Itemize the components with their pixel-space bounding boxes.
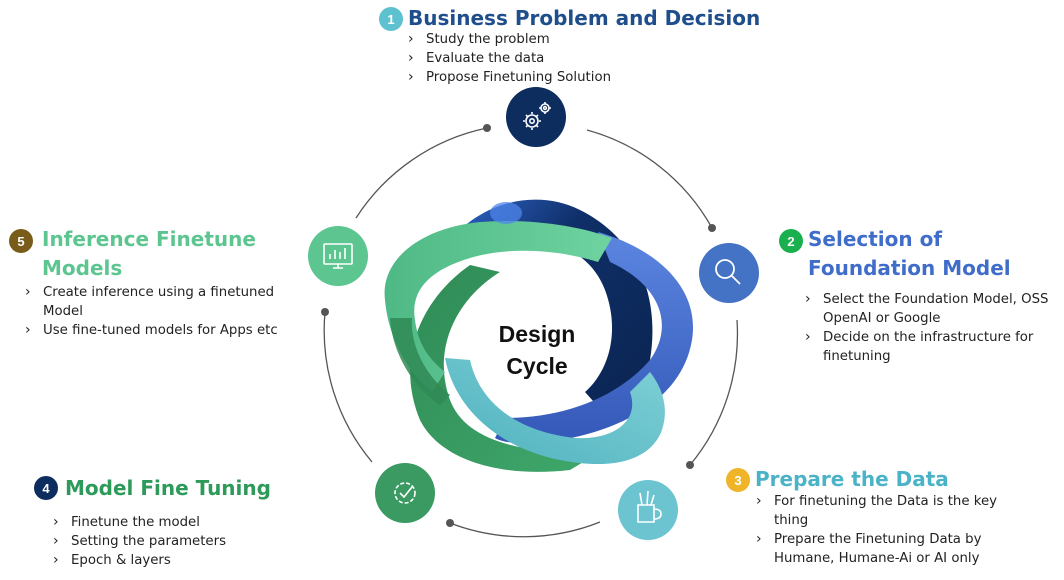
stage-5-badge: 5	[9, 229, 33, 253]
stage-5-title-line-1: Inference Finetune	[42, 227, 256, 251]
stage-1-bullet-3: Propose Finetuning Solution	[408, 68, 668, 87]
stage-1-bullets: Study the problem Evaluate the data Prop…	[408, 30, 668, 87]
stage-4-title: Model Fine Tuning	[65, 474, 271, 503]
center-line-2: Cycle	[506, 353, 568, 379]
stage-2-bullet-2: Decide on the infrastructure for finetun…	[805, 328, 1053, 366]
stage-icon-1	[506, 87, 566, 147]
stage-4-title-line-1: Model Fine Tuning	[65, 476, 271, 500]
stage-icon-3	[618, 480, 678, 540]
center-line-1: Design	[498, 321, 576, 347]
stage-3-title-line-1: Prepare the Data	[755, 467, 949, 491]
stage-4-bullet-2: Setting the parameters	[53, 532, 313, 551]
connector-dots	[321, 124, 716, 527]
stage-1-bullet-1: Study the problem	[408, 30, 668, 49]
stage-3-badge: 3	[726, 468, 750, 492]
stage-4-bullets: Finetune the model Setting the parameter…	[53, 513, 313, 570]
stage-2-bullets: Select the Foundation Model, OSS OpenAI …	[805, 290, 1053, 366]
stage-icon-4	[375, 463, 435, 523]
ribbon-mint	[384, 220, 612, 392]
stage-icon-5	[308, 226, 368, 286]
stage-1-badge: 1	[379, 7, 403, 31]
stage-5-bullet-1: Create inference using a finetuned Model	[25, 283, 295, 321]
stage-3-bullets: For finetuning the Data is the key thing…	[756, 492, 1006, 568]
ribbon-green-lower	[410, 265, 600, 472]
connector-5-1	[355, 127, 488, 219]
ribbon-highlight	[490, 202, 522, 224]
ribbon-green-inner	[390, 318, 450, 405]
stage-3-bullet-1: For finetuning the Data is the key thing	[756, 492, 1006, 530]
stage-2-badge: 2	[779, 229, 803, 253]
cycle-connectors	[323, 127, 739, 538]
stage-2-title: Selection of Foundation Model	[808, 225, 1011, 283]
stage-2-bullet-1: Select the Foundation Model, OSS OpenAI …	[805, 290, 1053, 328]
cycle-ribbons	[384, 199, 694, 472]
stage-4-badge: 4	[34, 476, 58, 500]
stage-5-title: Inference Finetune Models	[42, 225, 256, 283]
connector-3-4	[449, 521, 601, 538]
stage-5-title-line-2: Models	[42, 256, 123, 280]
stage-1-title: Business Problem and Decision	[408, 4, 760, 33]
stage-4-bullet-3: Epoch & layers	[53, 551, 313, 570]
ribbon-navy	[458, 199, 653, 420]
stage-3-title: Prepare the Data	[755, 465, 949, 494]
stage-5-bullets: Create inference using a finetuned Model…	[25, 283, 295, 340]
connector-4-5	[323, 311, 373, 463]
center-title: Design Cycle	[472, 318, 602, 382]
connector-2-3	[689, 319, 739, 466]
stage-icon-2	[699, 243, 759, 303]
connector-1-2	[586, 129, 713, 229]
ribbon-teal	[445, 358, 665, 465]
stage-4-bullet-1: Finetune the model	[53, 513, 313, 532]
stage-1-bullet-2: Evaluate the data	[408, 49, 668, 68]
stage-5-bullet-2: Use fine-tuned models for Apps etc	[25, 321, 295, 340]
stage-2-title-line-1: Selection of	[808, 227, 943, 251]
stage-3-bullet-2: Prepare the Finetuning Data by Humane, H…	[756, 530, 1006, 568]
stage-1-title-line-1: Business Problem and Decision	[408, 6, 761, 30]
stage-2-title-line-2: Foundation Model	[808, 256, 1011, 280]
